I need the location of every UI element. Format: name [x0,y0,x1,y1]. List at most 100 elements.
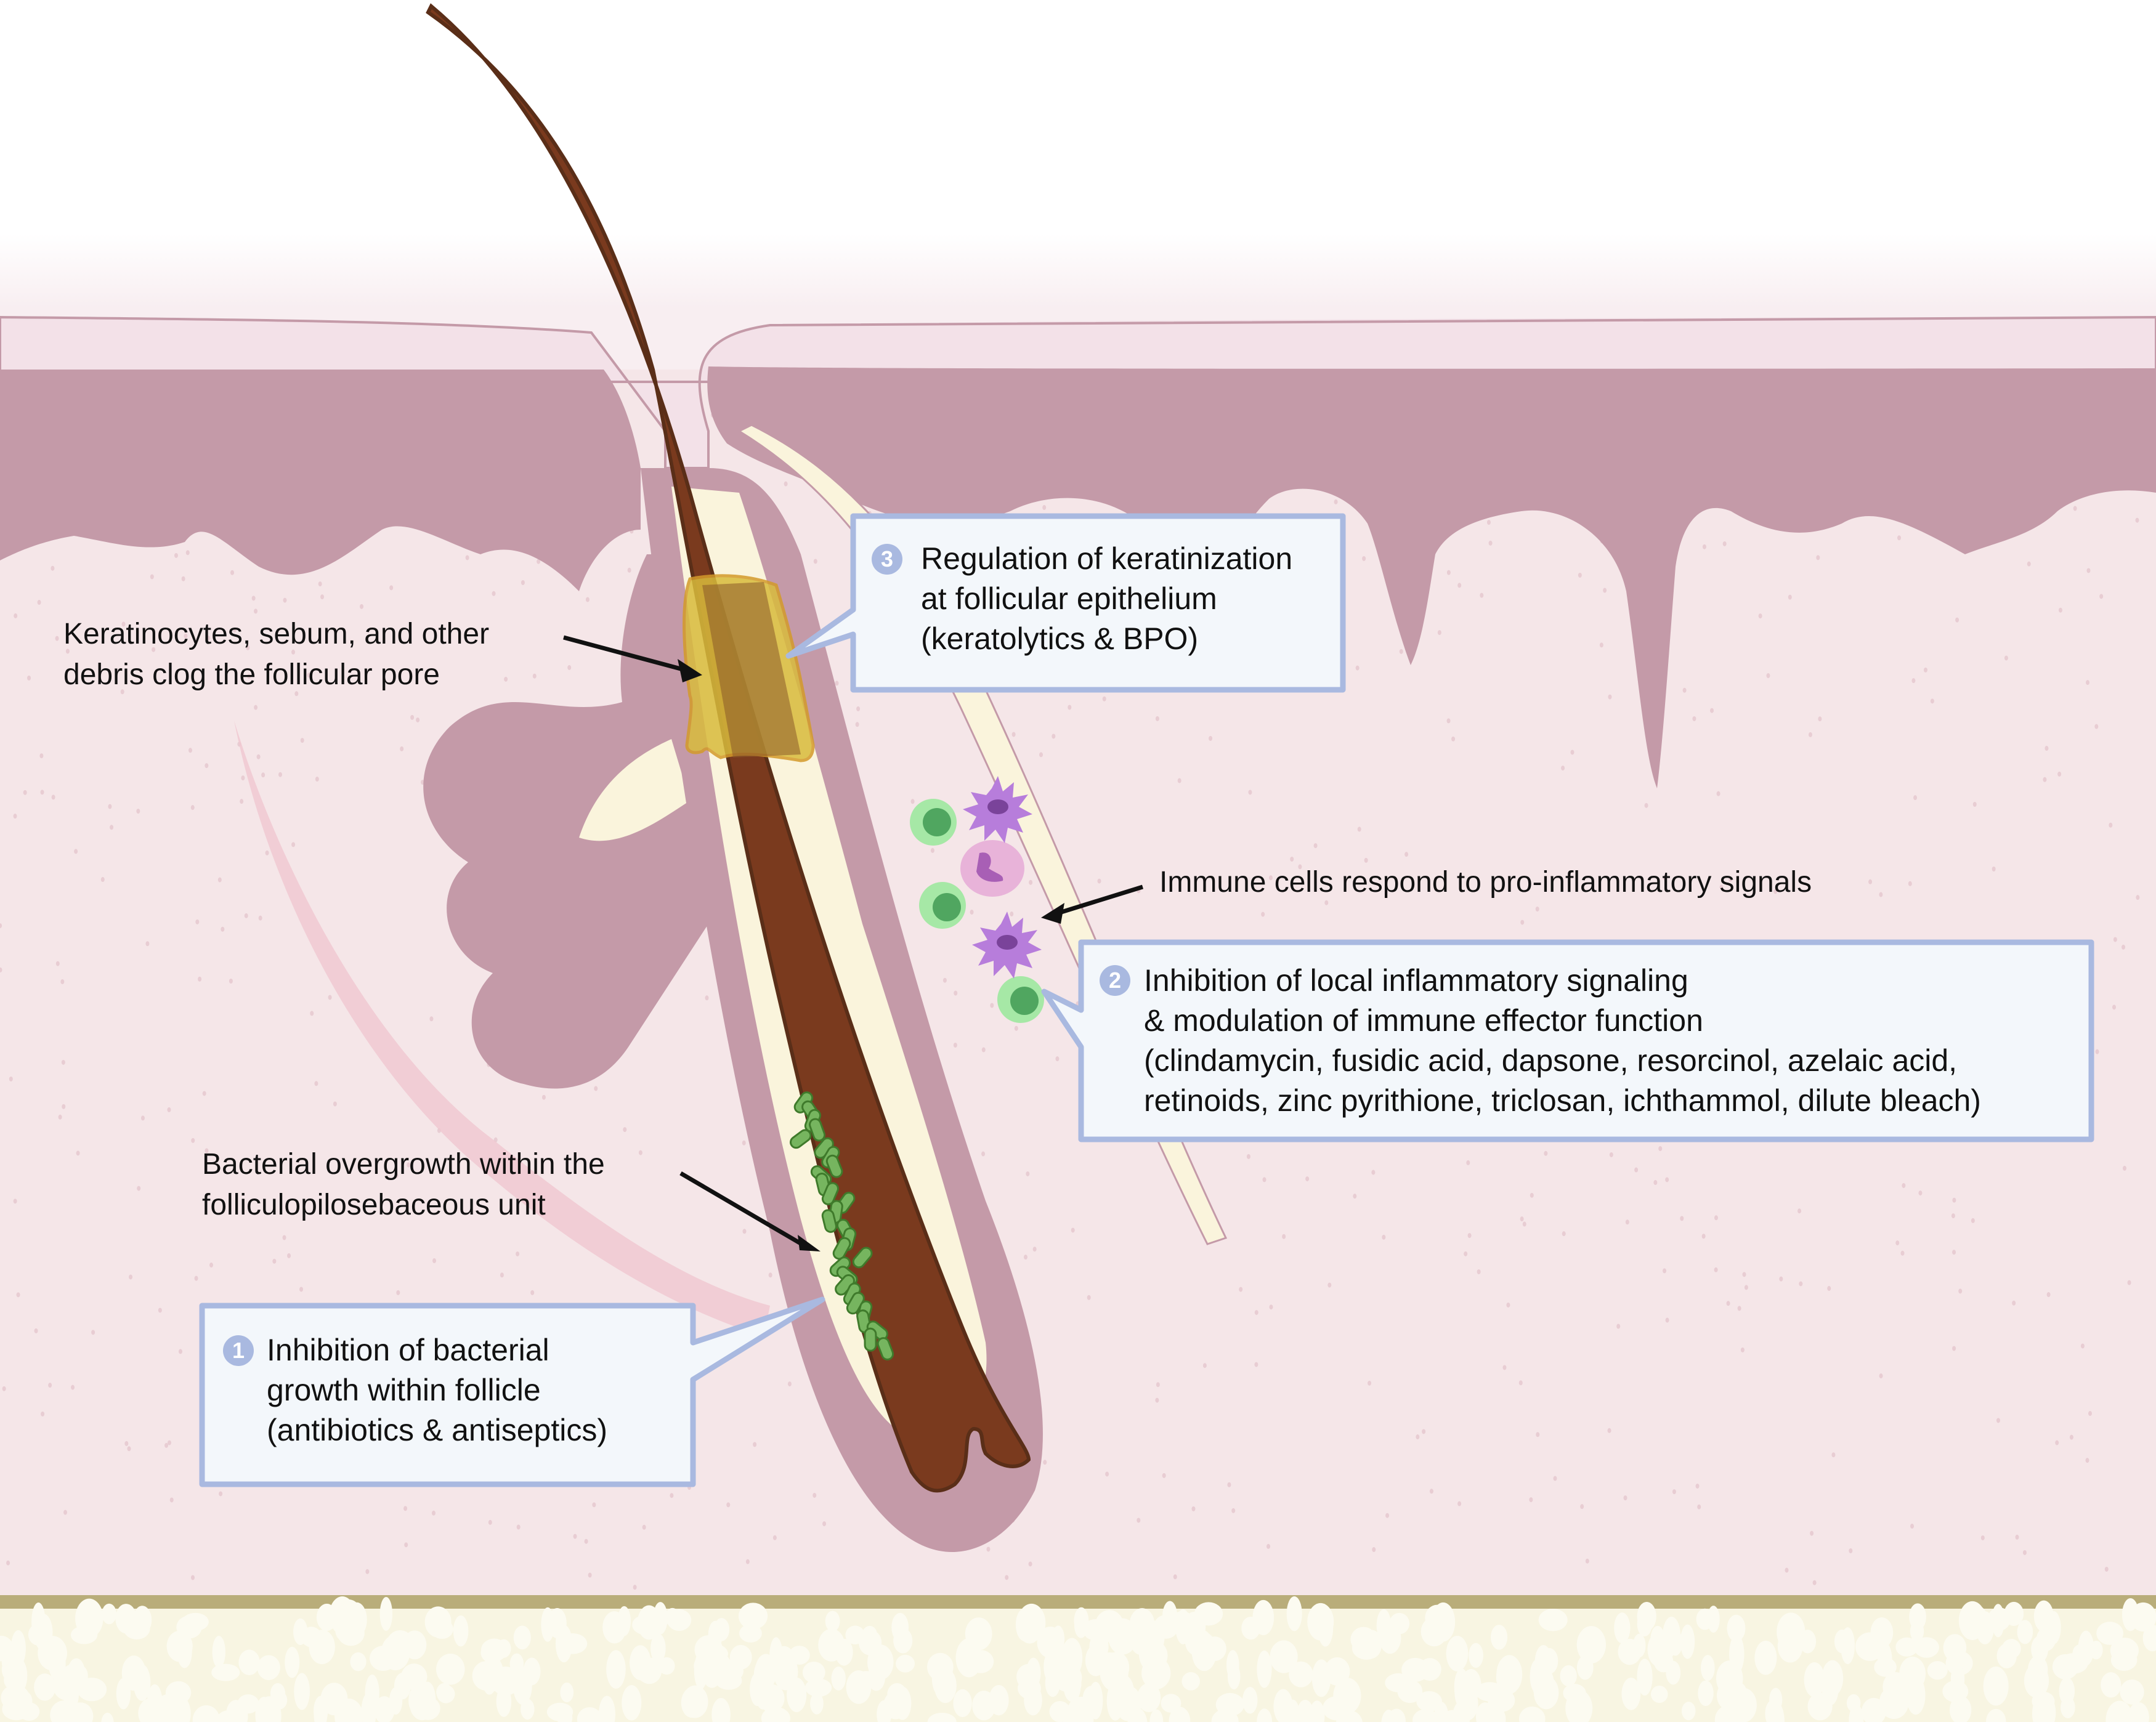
fat-cell [320,1683,348,1716]
dermis-dot [1702,544,1706,549]
dermis-dot [1055,1056,1060,1062]
dermis-dot [1773,889,1778,894]
fat-cell [1149,1709,1164,1722]
fat-cell [1144,1641,1168,1670]
dermis-dot [55,636,59,641]
fat-cell [617,1606,631,1636]
dermis-dot [1011,732,1016,737]
dermis-dot [2099,594,2104,599]
dermis-dot [1254,1362,1258,1367]
dermis-dot [1467,1233,1472,1239]
stratum-corneum [0,315,2156,469]
dermis-dot [1357,827,1361,832]
fat-cell [557,1633,588,1654]
fat-cell [1698,1680,1714,1707]
dermis-dot [404,1542,408,1548]
fat-cell [2128,1702,2149,1722]
leader-arrows [563,635,1144,1251]
dermis-dot [1032,1247,1037,1252]
dermis-dot [1726,1301,1730,1306]
dermis-dot [1327,1282,1332,1288]
fat-cell [436,1653,465,1685]
dermis-dot [174,552,178,558]
dermis-dot [55,961,60,966]
dermis-dot [14,613,18,618]
fat-cell [1807,1692,1833,1721]
dermis-dot [1177,778,1181,783]
dermis-dot [2046,1292,2051,1298]
fat-cell [1469,1643,1483,1668]
fat-cell [1804,1662,1825,1697]
dermis-dot [2022,1550,2027,1555]
dermis-dot [1955,617,1959,623]
dermis-dot [584,1538,588,1544]
dermis-dot [465,555,469,560]
fat-cell [523,1657,541,1686]
fat-cell [1621,1678,1641,1710]
dermis-dot [261,772,265,778]
fat-cell [1416,1691,1442,1712]
dermis-dot [1758,613,1762,619]
immune-cells [910,776,1044,1023]
dermis-dot [1446,570,1451,575]
dermis-dot [1043,1460,1047,1465]
fat-cell [1491,1625,1508,1650]
dermis-dot [1971,1218,1975,1223]
fat-cell [1879,1686,1909,1720]
fat-cell [1289,1661,1313,1688]
fat-cell [1927,1661,1948,1680]
fat-cell [350,1652,367,1671]
fat-cell [1309,1700,1325,1722]
fat-cell [934,1668,957,1704]
dermis-dot [1372,1547,1376,1553]
dermis-dot [1313,843,1318,849]
callout-1-text: Inhibition of bacterial growth within fo… [267,1330,607,1450]
fat-cell [121,1655,146,1691]
dermis-dot [2086,680,2090,685]
fat-cell [846,1670,872,1704]
dermis-dot [1810,1530,1814,1536]
fat-cell [1242,1686,1258,1714]
dermis-dot [318,581,322,587]
callout-1-box [199,1296,825,1487]
callout-1-line: (antibiotics & antiseptics) [267,1413,608,1447]
dermis-dot [1779,1276,1783,1282]
neutrophil [960,840,1024,897]
dermis-dot [1202,1363,1207,1368]
fat-cell [2142,1624,2156,1652]
dermis-dot [1868,879,1873,884]
fat-cell [1855,1632,1885,1661]
dermis-dot [532,673,537,679]
fat-cell [1986,1708,2006,1722]
dermis-dot [195,919,200,924]
dermis-dot [990,1003,994,1008]
dermis-dot [2104,1566,2109,1572]
fat-cell [1895,1637,1918,1657]
dermis-dot [500,1272,504,1278]
fat-cell [1095,1610,1124,1643]
dermis-dot [181,576,185,581]
fat-cell [700,1644,728,1664]
dermis-dot [1710,708,1714,713]
dermis-dot [37,600,41,605]
callout-2-line: (clindamycin, fusidic acid, dapsone, res… [1144,1043,1958,1078]
dermis-dot [1269,1304,1273,1310]
dermis-dot [1740,1347,1745,1352]
dermis-dot [194,1275,198,1281]
dermis-dot [27,675,31,681]
dermis-dot [1324,900,1329,905]
fat-cell [650,1633,666,1663]
dermis-dot [1446,718,1451,724]
dermis-dot [1173,1574,1177,1580]
dermis-dot [1695,1483,1700,1489]
dermis-dot [633,1585,637,1590]
dermis-dot [705,995,709,1001]
bacterium [864,1327,877,1352]
arrow-bacteria [679,1171,808,1250]
fat-cell [1085,1644,1106,1676]
dermis-dot [205,1148,209,1154]
dermis-dot [1665,1177,1669,1182]
dermis-dot [127,1446,131,1452]
callout-2-line: Inhibition of local inflammatory signali… [1144,963,1688,998]
